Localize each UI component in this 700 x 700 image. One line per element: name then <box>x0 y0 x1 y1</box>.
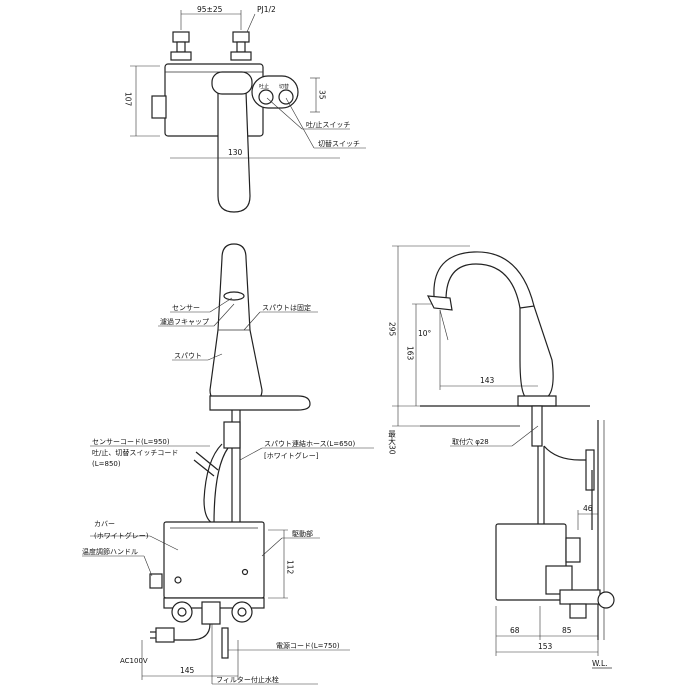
label-switch-cord-1: 吐/止、切替スイッチコード <box>92 448 178 457</box>
dim-pitch: 95±25 <box>197 5 223 14</box>
label-select-switch: 切替スイッチ <box>318 139 360 148</box>
dim-sw-offset: 35 <box>318 90 327 100</box>
btn-select-label: 切替 <box>279 83 289 90</box>
label-cover-1: カバー <box>94 520 115 528</box>
btn-on-off-label: 吐止 <box>259 83 269 90</box>
dim-angle: 10° <box>418 329 432 338</box>
label-power-cord: 電源コード(L=750) <box>276 641 340 650</box>
dim-height-top: 107 <box>124 92 133 107</box>
label-hose-2: [ホワイトグレー] <box>264 451 319 460</box>
dim-total-height: 295 <box>388 322 397 337</box>
dim-reach: 143 <box>480 376 495 385</box>
label-filter-valve: フィルター付止水栓 <box>216 675 279 684</box>
dim-w-right: 85 <box>562 626 572 635</box>
dim-box-height: 112 <box>286 560 295 575</box>
label-on-off-switch: 吐/止スイッチ <box>306 120 350 129</box>
dim-max-thickness: 最大30 <box>387 430 396 455</box>
label-switch-cord-2: (L=850) <box>92 460 121 468</box>
dim-pipe: PJ1/2 <box>257 5 276 14</box>
label-spout: スパウト <box>174 352 202 360</box>
label-mount-hole: 取付穴 φ28 <box>452 437 489 446</box>
label-sensor: センサー <box>172 304 200 312</box>
label-spout-fixed: スパウトは固定 <box>262 303 311 312</box>
front-view: 112 145 センサー 濾過フキャップ スパウト スパウトは固定 センサーコー… <box>82 243 374 685</box>
dim-w-total: 153 <box>538 642 553 651</box>
label-filter-cap: 濾過フキャップ <box>160 317 209 326</box>
dim-spout-height: 163 <box>406 346 415 361</box>
label-cover-2: (ホワイトグレー) <box>94 531 149 540</box>
dim-box-width: 145 <box>180 666 195 675</box>
label-sensor-cord: センサーコード(L=950) <box>92 438 170 446</box>
label-drive-unit: 駆動部 <box>292 529 313 538</box>
dim-depth-top: 130 <box>228 148 243 157</box>
dim-w-left: 68 <box>510 626 520 635</box>
label-temp-handle: 温度調節ハンドル <box>82 547 138 556</box>
label-water-line: W.L. <box>592 659 608 668</box>
top-view: 95±25 PJ1/2 吐止 切替 107 35 130 <box>124 5 366 213</box>
label-hose-1: スパウト連結ホース(L=650) <box>264 439 356 448</box>
label-ac-power: AC100V <box>120 657 148 665</box>
dim-w-46: 46 <box>583 504 593 513</box>
side-view: 10° 295 163 143 最大30 <box>387 245 615 669</box>
